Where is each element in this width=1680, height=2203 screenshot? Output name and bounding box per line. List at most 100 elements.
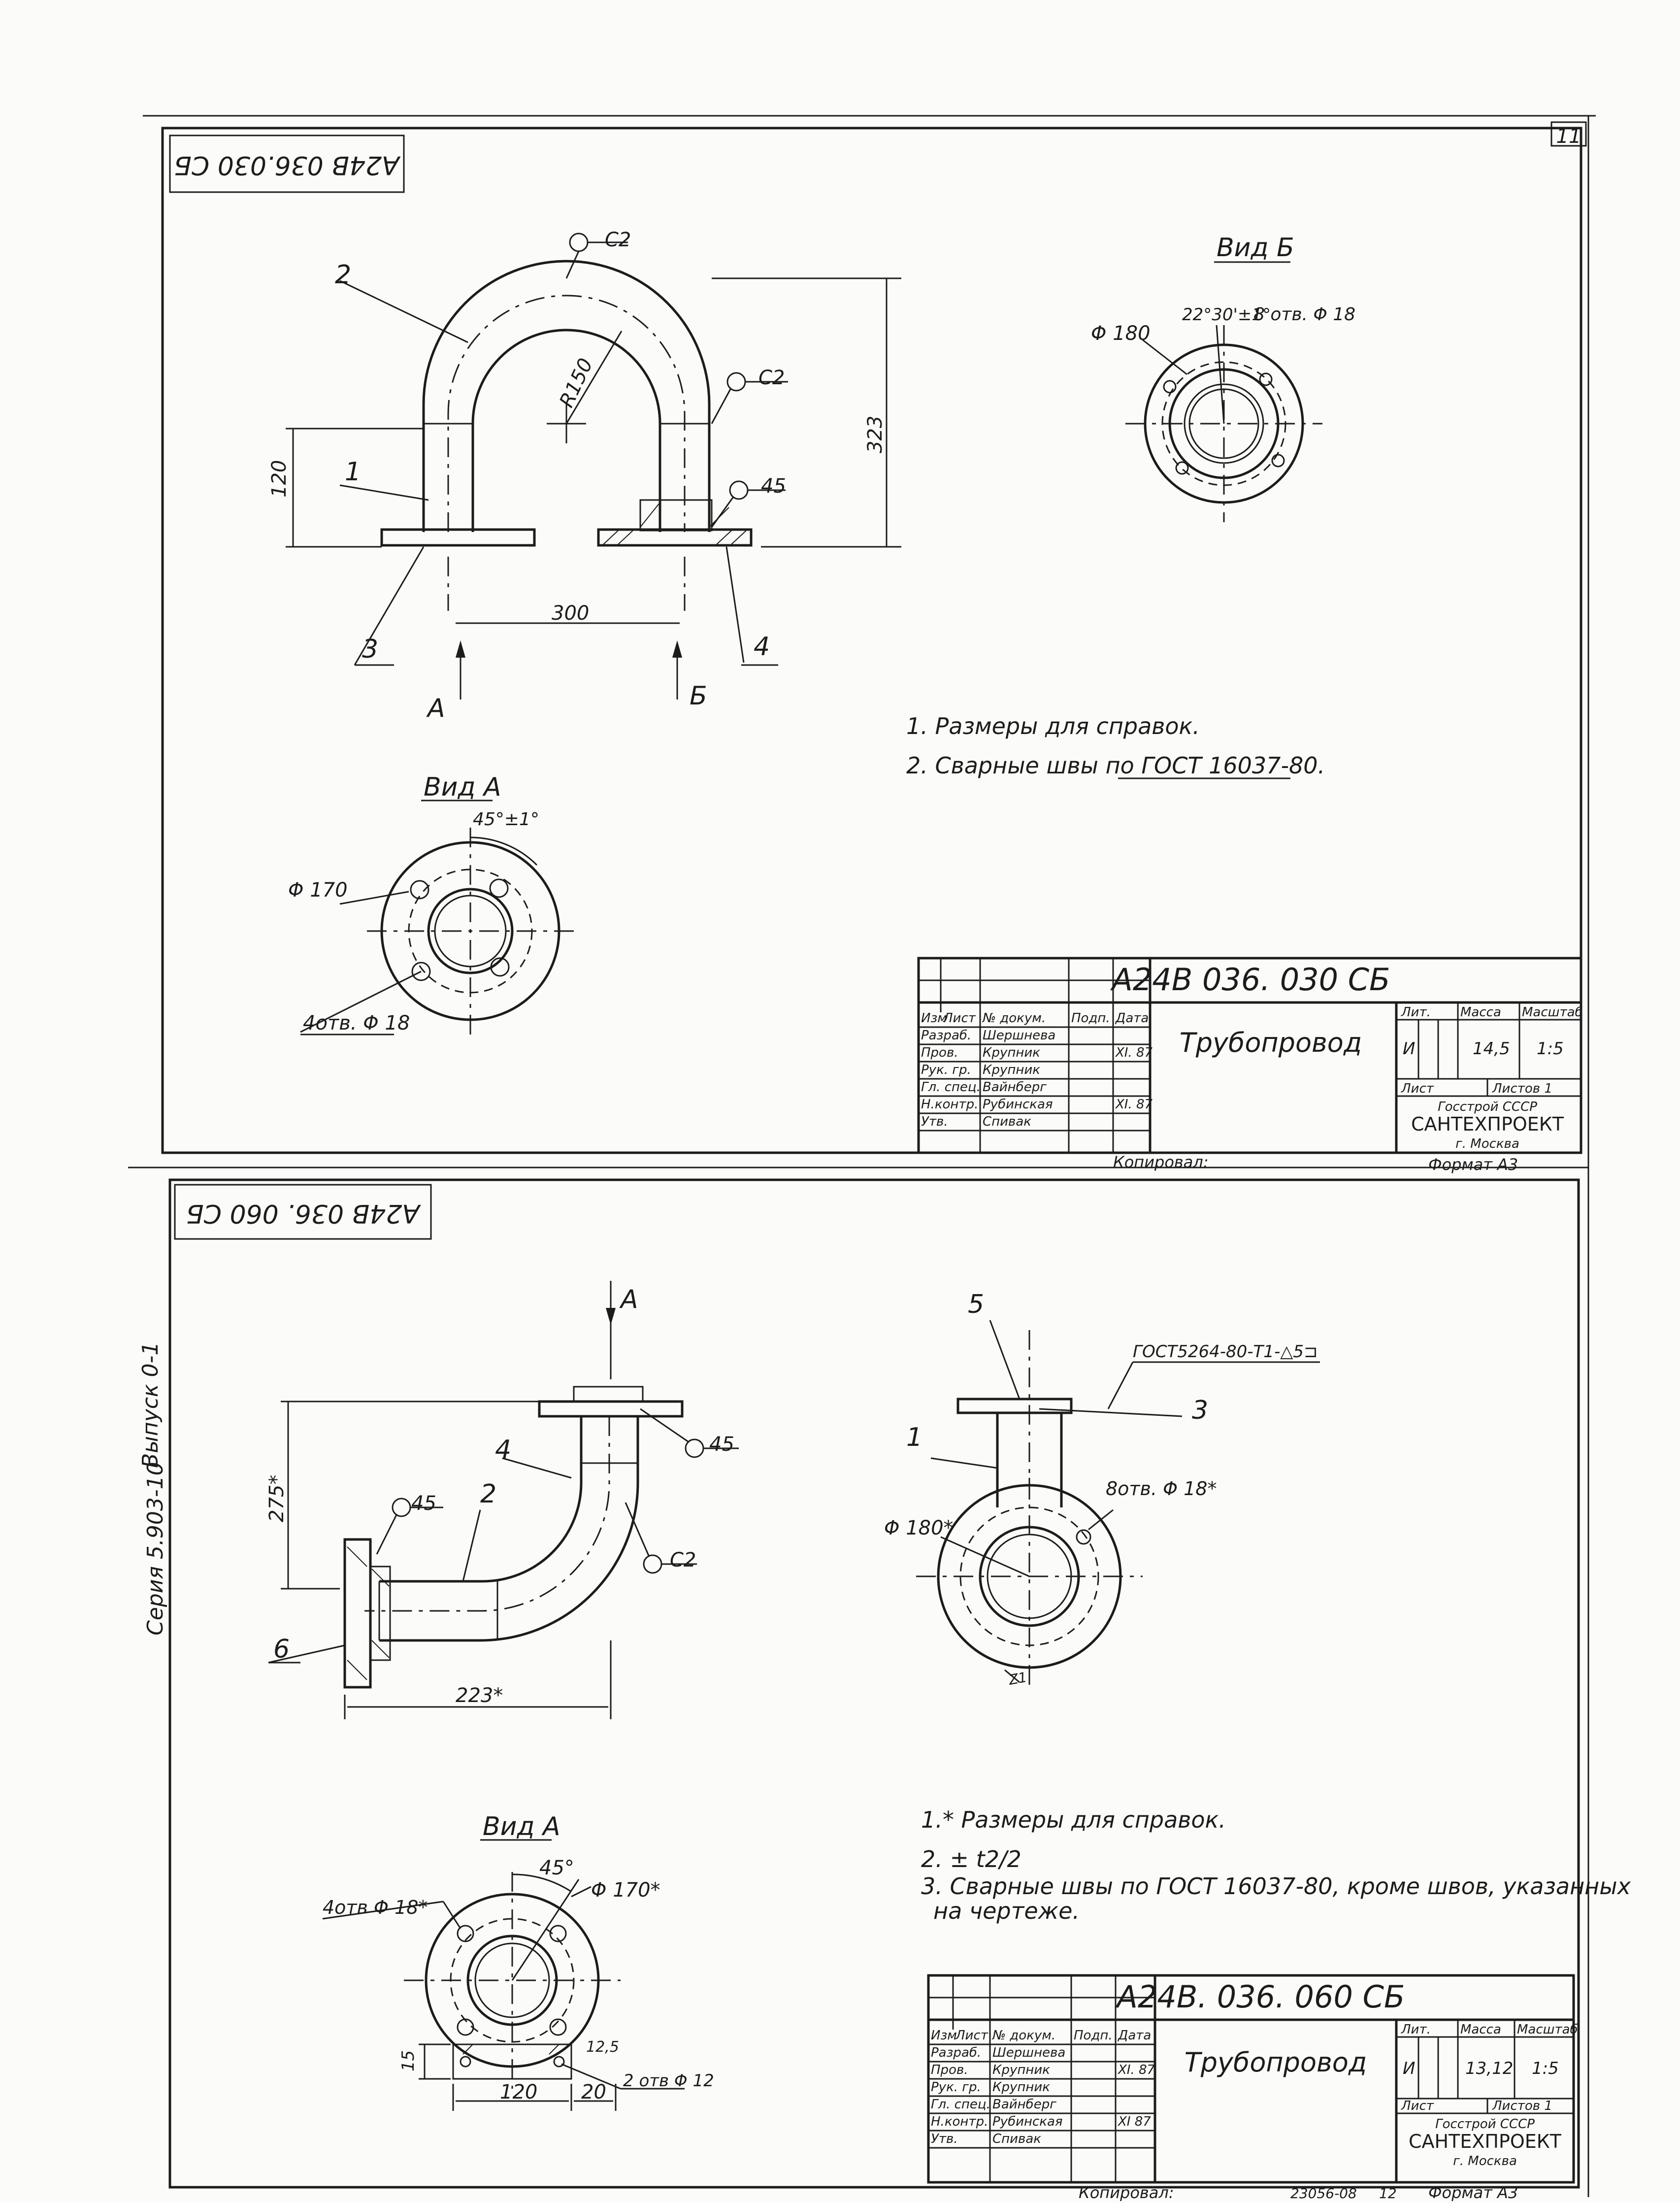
tb2-org-3: г. Москва [1453,2154,1517,2169]
tb1-copied: Копировал: [1113,1153,1209,1171]
tb1-org-1: Госстрой СССР [1438,1100,1537,1114]
sheet-2-position-4: 4 [495,1435,511,1465]
sheet-2-diam-180: Φ 180* [884,1517,954,1539]
sheet-2-title-block [927,1974,1575,2184]
sheet-2-note-3: 3. Сварные швы по ГОСТ 16037-80, кроме ш… [921,1873,1631,1900]
tb1-row3-role: Рук. гр. [921,1063,971,1077]
sheet-1-frame [161,127,1582,1154]
elbow-pipe-view [268,1281,739,1719]
sheet-2-holes-8: 8отв. Φ 18* [1106,1478,1217,1500]
tb2-head-sign: Подп. [1074,2028,1113,2043]
tb2-head-izm: Изм [931,2028,957,2043]
tb1-mass-label: Масса [1460,1005,1501,1020]
sheet-2-angle-45: 45° [539,1857,574,1879]
view-a-title: Вид А [424,772,501,802]
sheet-2-weld-45-top: 45 [709,1433,734,1456]
series-caption: Серия 5.903-10 [143,1462,168,1636]
view-b-holes: 8 отв. Φ 18 [1253,304,1355,325]
tb1-sheets-label: Листов 1 [1492,1081,1552,1096]
sheet-2: А24В 036. 060 СБ [128,1167,1631,2202]
position-2: 2 [335,260,351,290]
sheet-2-arrow-a: А [619,1285,638,1314]
tb1-scale-value: 1:5 [1537,1039,1564,1059]
tb2-format: Формат А3 [1428,2183,1518,2201]
tb1-lit-label: Лит. [1401,1005,1431,1020]
tb2-sheet-num: 12 [1379,2185,1397,2201]
tb1-row1-role: Разраб. [921,1028,971,1043]
sheet-1-block-name: Трубопровод [1180,1027,1362,1058]
sheet-2-position-5: 5 [968,1290,984,1319]
tb2-row2-name: Крупник [992,2063,1050,2077]
tb2-copied-num: 23056-08 [1290,2185,1357,2201]
sheet-2-note-1: 1.* Размеры для справок. [921,1806,1226,1833]
sheet-1-title-block [917,957,1582,1154]
sheet-2-holes-4: 4отв Φ 18* [323,1897,428,1918]
tb2-row4-name: Вайнберг [992,2097,1056,2112]
tb1-head-izm: Изм [921,1011,947,1026]
tb2-head-doc: № докум. [991,2028,1055,2043]
tb2-row3-role: Рук. гр. [931,2080,981,2095]
tb2-scale-label: Масштаб [1517,2022,1578,2037]
position-3: 3 [362,634,378,664]
elbow-side-view [916,1320,1183,1685]
tb1-row4-name: Вайнберг [983,1080,1047,1095]
tb2-scale-value: 1:5 [1532,2059,1559,2078]
tb1-head-sign: Подп. [1071,1011,1110,1026]
tb2-date-1: XI. 87 [1117,2063,1155,2077]
tb1-mass-value: 14,5 [1473,1039,1510,1059]
weld-c2-right: С2 [758,367,785,389]
tb2-mass-label: Масса [1460,2022,1501,2037]
side-caption: Серия 5.903-10 Выпуск 0-1 [138,1342,168,1636]
tb1-org-3: г. Москва [1455,1136,1519,1151]
tb1-row5-name: Рубинская [983,1097,1053,1112]
tb1-head-doc: № докум. [982,1011,1046,1026]
tb2-row5-name: Рубинская [992,2114,1063,2129]
sheet-2-frame [168,1178,1580,2189]
sheet-2-position-6: 6 [273,1635,290,1664]
position-4: 4 [754,632,770,662]
sheet-2-corner-code: А24В 036. 060 СБ [186,1199,421,1228]
tb2-row1-role: Разраб. [931,2045,981,2060]
sheet-2-dim-15: 15 [398,2050,418,2071]
sheet-2-dim-20: 20 [581,2081,606,2103]
u-pipe-view [286,233,901,700]
tb1-row6-name: Спивак [983,1114,1031,1129]
tb2-org-1: Госстрой СССР [1435,2117,1535,2132]
sheet-1-note-1: 1. Размеры для справок. [906,713,1200,739]
sheet-2-block-name: Трубопровод [1185,2047,1367,2078]
sheet-2-position-1: 1 [906,1423,922,1452]
tb1-org-2: САНТЕХПРОЕКТ [1411,1113,1564,1135]
view-b-title: Вид Б [1217,233,1294,263]
sheet-2-block-code: А24В. 036. 060 СБ [1115,1979,1405,2015]
sheet-2-holes-2: 2 отв Φ 12 [623,2071,714,2091]
sheet-2-dim-120: 120 [500,2081,537,2103]
weld-c2-top: С2 [605,229,631,251]
view-b-angle: 22°30'±1° [1182,305,1271,325]
sheet-1-corner-code: А24В 036.030 СБ [174,150,401,180]
arrow-a-label: А [426,694,445,723]
sheet-2-dim-223: 223* [456,1684,503,1707]
tb1-sheet-label: Лист [1401,1081,1434,1096]
tb2-sheet-label: Лист [1401,2099,1434,2113]
tb2-row4-role: Гл. спец. [931,2097,990,2112]
tb2-row3-name: Крупник [992,2080,1050,2095]
position-1: 1 [345,457,361,487]
sheet-2-dim-12-5: 12,5 [586,2038,619,2056]
view-a: Вид А [300,772,574,1035]
tb1-scale-label: Масштаб [1522,1005,1583,1020]
issue-caption: Выпуск 0-1 [138,1342,163,1468]
sheet-2-dim-275: 275* [265,1475,288,1522]
view-a-holes: 4отв. Φ 18 [303,1012,410,1035]
tb2-head-list: Лист [955,2028,988,2043]
sheet-2-weld-45-left: 45 [411,1492,436,1515]
sheet-2-gost-weld: ГОСТ5264-80-Т1-△5⊐ [1133,1342,1318,1362]
tb1-row2-name: Крупник [983,1045,1040,1060]
sheet-1: А24В 036.030 СБ [161,127,1583,1174]
sheet-2-position-3: 3 [1192,1396,1208,1425]
tb1-row6-role: Утв. [921,1114,948,1129]
tb1-row5-role: Н.контр. [921,1097,978,1112]
tb1-head-list: Лист [943,1011,976,1026]
tb1-row2-role: Пров. [921,1045,958,1060]
arrow-b-label: Б [690,681,707,711]
tb2-lit-value: И [1403,2059,1415,2078]
